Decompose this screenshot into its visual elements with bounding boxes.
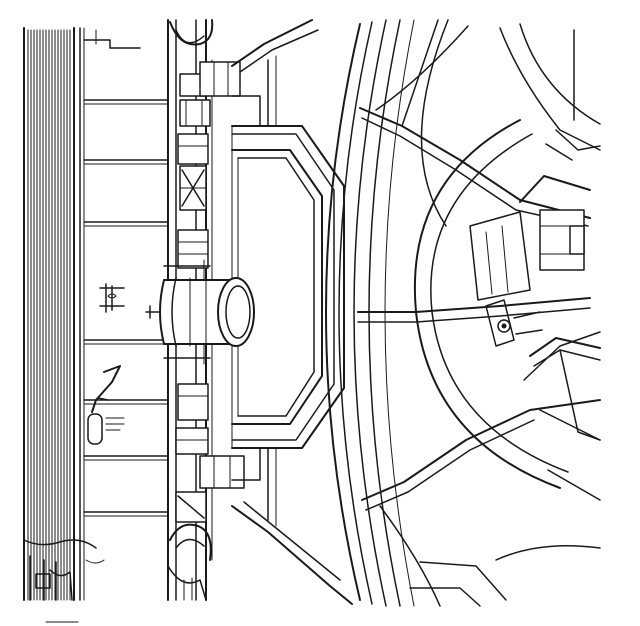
radiator-core — [23, 27, 105, 601]
mounting-rails — [83, 29, 169, 517]
motor-cylinder — [145, 259, 255, 365]
left-bolt — [99, 283, 125, 313]
fan-assembly — [325, 19, 601, 607]
clip-latch — [87, 365, 125, 445]
